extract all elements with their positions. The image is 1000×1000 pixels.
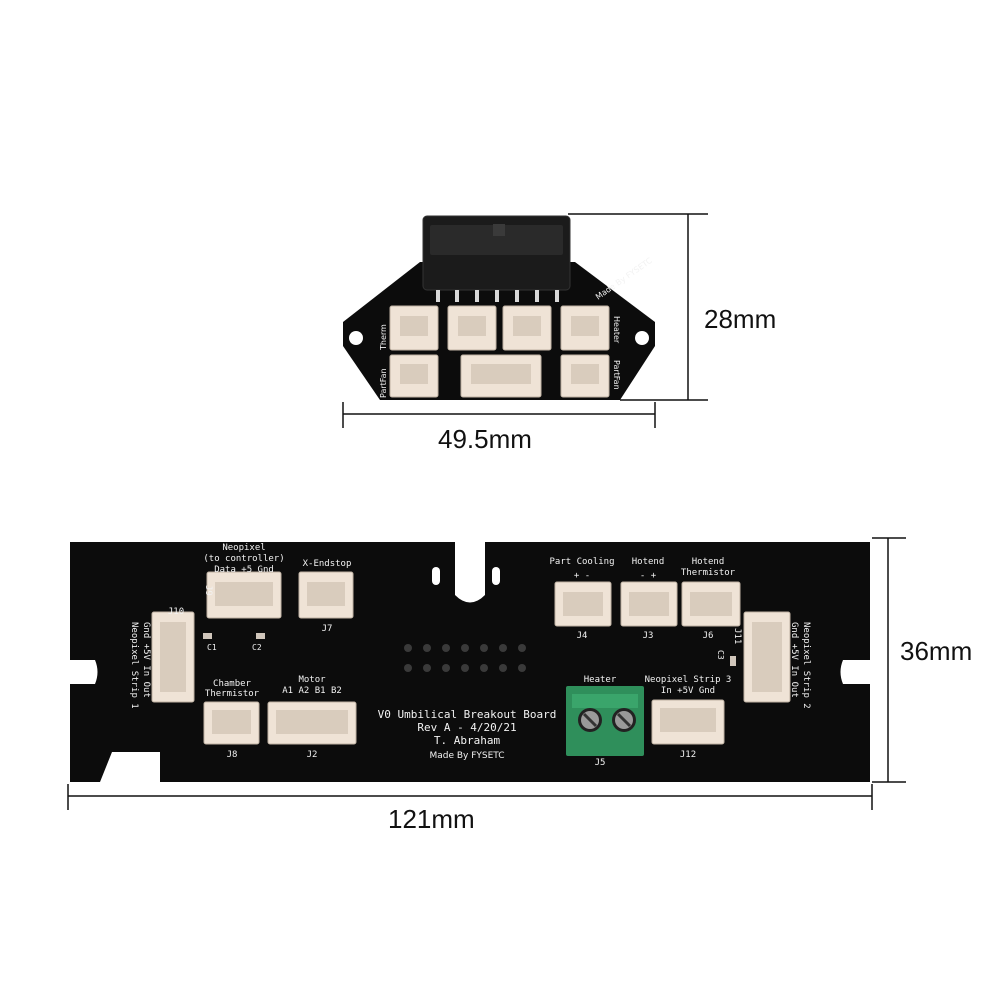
board-title-3: T. Abraham: [434, 734, 501, 747]
board-title-4: Made By FYSETC: [429, 751, 504, 761]
j5-terminal-block: [566, 686, 644, 756]
j12-ref: J12: [680, 750, 696, 760]
made-by-label: Made By FYSETC: [594, 256, 654, 302]
j3-label-1: Hotend: [632, 557, 665, 567]
mount-hole-left: [349, 331, 363, 345]
j9-label-3: Data +5 Gnd: [214, 565, 274, 575]
j3-label-2: - +: [640, 571, 657, 581]
heater-label: Heater: [612, 316, 621, 344]
j7-label-1: X-Endstop: [303, 559, 352, 569]
large-dimension-lines: [67, 537, 906, 810]
j11-label-1: Gnd +5V In Out: [789, 622, 799, 698]
j5-ref: J5: [595, 758, 606, 768]
j6-ref: J6: [703, 631, 714, 641]
board-title-1: V0 Umbilical Breakout Board: [378, 708, 557, 721]
therm-label: Therm: [379, 324, 388, 351]
j6-label-2: Thermistor: [681, 568, 736, 578]
j9-label-1: Neopixel: [222, 543, 265, 553]
j11-label-2: Neopixel Strip 2: [801, 622, 811, 709]
main-header-connector: [422, 215, 571, 302]
pin-grid: [404, 644, 526, 672]
j9-label-2: (to controller): [203, 554, 284, 564]
j6-label-1: Hotend: [692, 557, 725, 567]
board-title-2: Rev A - 4/20/21: [417, 721, 516, 734]
j8-label-1: Chamber: [213, 679, 252, 689]
j8-label-2: Thermistor: [205, 689, 260, 699]
j12-label-2: In +5V Gnd: [661, 686, 715, 696]
j3-ref: J3: [643, 631, 654, 641]
c1-label: C1: [207, 643, 217, 652]
j8-ref: J8: [227, 750, 238, 760]
j2-label-2: A1 A2 B1 B2: [282, 686, 342, 696]
j7-ref: J7: [322, 624, 333, 634]
j11-ref: J11: [732, 628, 742, 644]
small-dimension-lines: [342, 213, 708, 428]
large-width-label: 121mm: [388, 804, 475, 834]
partfan-label: PartFan: [379, 368, 388, 398]
mount-hole-right: [635, 331, 649, 345]
small-width-label: 49.5mm: [438, 424, 532, 454]
j4-ref: J4: [577, 631, 588, 641]
large-height-label: 36mm: [900, 636, 972, 666]
j5-label: Heater: [584, 675, 617, 685]
c2-label: C2: [252, 643, 262, 652]
c3-label: C3: [716, 650, 725, 660]
j10-label-1: Gnd +5V In Out: [141, 622, 151, 698]
partfan-right-label: PartFan: [612, 360, 621, 390]
j4-label-1: Part Cooling: [549, 557, 614, 567]
j10-label-2: Neopixel Strip 1: [129, 622, 139, 709]
small-height-label: 28mm: [704, 304, 776, 334]
j4-label-2: + -: [574, 571, 590, 581]
j2-ref: J2: [307, 750, 318, 760]
j12-label-1: Neopixel Strip 3: [645, 675, 732, 685]
j9-ref: J9: [203, 585, 213, 596]
j2-label-1: Motor: [298, 675, 326, 685]
j10-ref: J10: [168, 607, 184, 617]
capacitors: [203, 633, 736, 666]
